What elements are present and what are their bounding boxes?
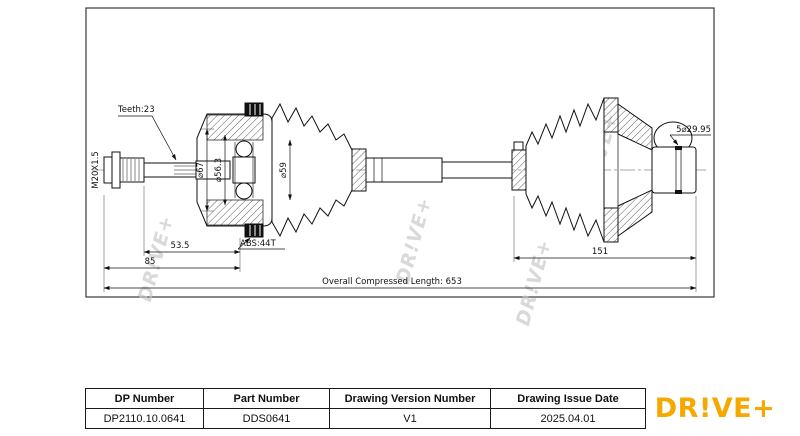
dim-53-5-label: 53.5 bbox=[171, 241, 190, 251]
dp-number-value: DP2110.10.0641 bbox=[85, 408, 204, 429]
boot-lip-top bbox=[603, 97, 619, 133]
brand-logo: DR!VE+ bbox=[654, 393, 776, 424]
dim-dia67-label: ⌀67 bbox=[196, 162, 206, 178]
part-number-value: DDS0641 bbox=[203, 408, 330, 429]
ball-bearing bbox=[235, 140, 253, 158]
dim-overall-label: Overall Compressed Length: 653 bbox=[322, 277, 462, 287]
threaded-stub bbox=[103, 151, 145, 189]
dp-number-header: DP Number bbox=[85, 388, 204, 409]
dim-thread-label: M20X1.5 bbox=[91, 151, 101, 189]
axle-shaft bbox=[365, 157, 513, 183]
boot-clamp bbox=[351, 148, 367, 192]
dimension-layer: ⌀67 ⌀56.3 ⌀59 M20X1.5 Teeth:23 ABS:44T 5… bbox=[91, 105, 711, 292]
watermark-text: DR!VE+ bbox=[134, 213, 178, 304]
drawing-border bbox=[85, 7, 715, 298]
outer-cv-joint bbox=[617, 103, 697, 237]
boot-clamp-right bbox=[511, 141, 527, 191]
output-stub-shaft bbox=[651, 146, 697, 194]
part-number-header: Part Number bbox=[203, 388, 330, 409]
abs-ring bbox=[244, 102, 264, 238]
dim-stub-dia-label: 5⌀29.95 bbox=[676, 125, 711, 135]
outer-boot bbox=[525, 97, 605, 243]
dim-teeth-label: Teeth:23 bbox=[117, 105, 155, 115]
dim-dia56-label: ⌀56.3 bbox=[214, 158, 224, 182]
spline-section bbox=[174, 165, 196, 175]
ball-bearing bbox=[235, 182, 253, 200]
title-block: DP Number Part Number Drawing Version Nu… bbox=[85, 388, 646, 429]
issue-date-header: Drawing Issue Date bbox=[490, 388, 646, 409]
dim-abs-label: ABS:44T bbox=[240, 239, 277, 249]
circlip-groove bbox=[675, 146, 682, 150]
circlip-groove bbox=[675, 190, 682, 194]
extension-lines bbox=[103, 128, 697, 292]
drawing-version-value: V1 bbox=[329, 408, 491, 429]
drawing-version-header: Drawing Version Number bbox=[329, 388, 491, 409]
watermark-text: DR!VE+ bbox=[392, 195, 436, 286]
dim-85-label: 85 bbox=[145, 257, 156, 267]
boot-lip-bottom bbox=[603, 207, 619, 243]
issue-date-value: 2025.04.01 bbox=[490, 408, 646, 429]
watermark-text: DR!VE+ bbox=[512, 237, 556, 328]
axle-geometry bbox=[103, 97, 697, 243]
inner-cv-joint bbox=[195, 102, 273, 238]
dim-151-label: 151 bbox=[592, 247, 608, 257]
dim-dia59-label: ⌀59 bbox=[279, 162, 289, 178]
